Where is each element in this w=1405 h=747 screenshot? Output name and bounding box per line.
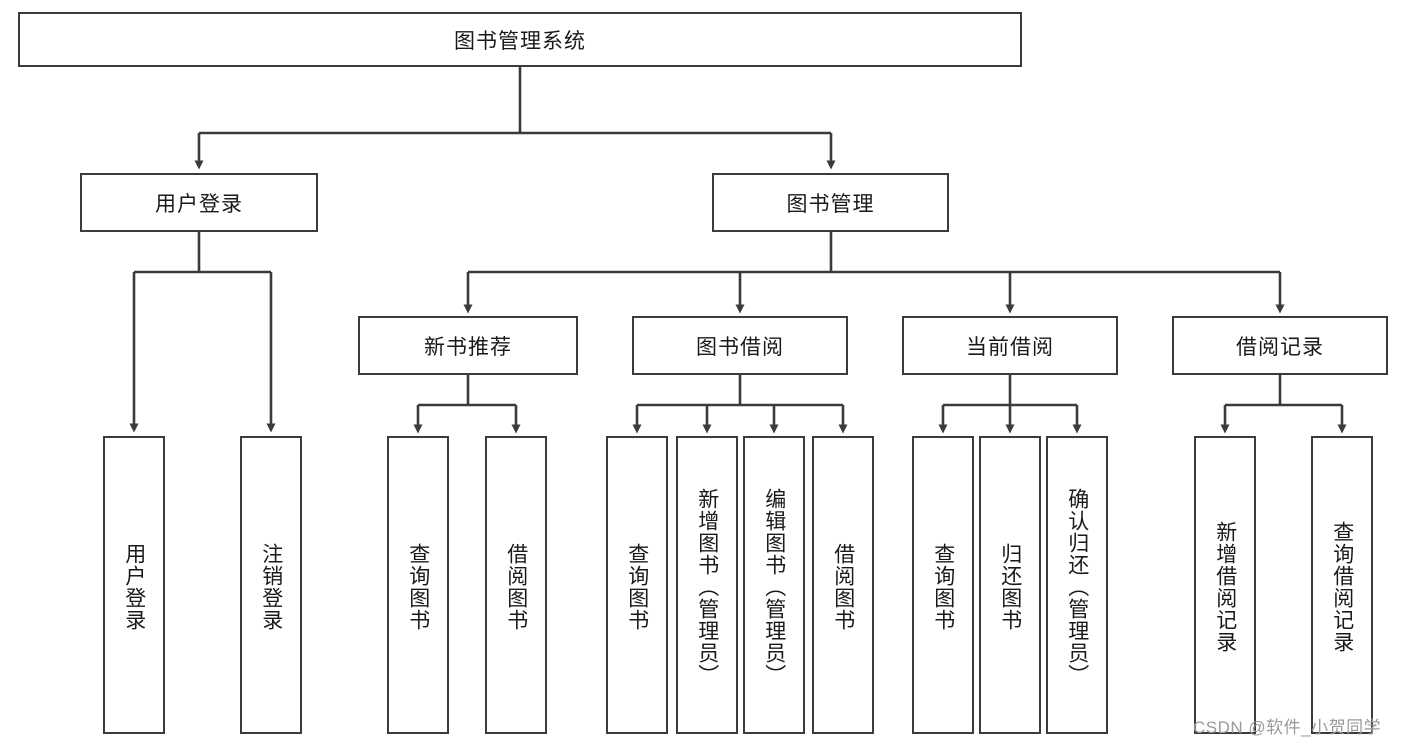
leaf-records-add-record-label: 新增借阅记录 bbox=[1213, 521, 1237, 653]
leaf-user-login-signin[interactable]: 用户登录 bbox=[103, 436, 165, 734]
leaf-borrow-query-book-label: 查询图书 bbox=[625, 543, 649, 631]
leaf-new-book-query[interactable]: 查询图书 bbox=[387, 436, 449, 734]
leaf-current-return-book-label: 归还图书 bbox=[998, 543, 1022, 631]
node-root[interactable]: 图书管理系统 bbox=[18, 12, 1022, 67]
node-current-borrow[interactable]: 当前借阅 bbox=[902, 316, 1118, 375]
leaf-records-query-record[interactable]: 查询借阅记录 bbox=[1311, 436, 1373, 734]
leaf-records-add-record[interactable]: 新增借阅记录 bbox=[1194, 436, 1256, 734]
leaf-borrow-add-book-label: 新增图书（管理员） bbox=[695, 488, 719, 686]
leaf-current-query-book[interactable]: 查询图书 bbox=[912, 436, 974, 734]
node-new-book-recommend[interactable]: 新书推荐 bbox=[358, 316, 578, 375]
leaf-new-book-borrow[interactable]: 借阅图书 bbox=[485, 436, 547, 734]
node-new-book-recommend-label: 新书推荐 bbox=[424, 335, 512, 359]
leaf-borrow-edit-book[interactable]: 编辑图书（管理员） bbox=[743, 436, 805, 734]
leaf-current-return-book[interactable]: 归还图书 bbox=[979, 436, 1041, 734]
node-borrow-records[interactable]: 借阅记录 bbox=[1172, 316, 1388, 375]
node-root-label: 图书管理系统 bbox=[454, 29, 586, 53]
leaf-new-book-borrow-label: 借阅图书 bbox=[504, 543, 528, 631]
watermark: CSDN @软件_小贺同学 bbox=[1193, 718, 1382, 737]
leaf-user-login-signout-label: 注销登录 bbox=[259, 543, 283, 631]
leaf-user-login-signin-label: 用户登录 bbox=[122, 543, 146, 631]
leaf-borrow-edit-book-label: 编辑图书（管理员） bbox=[762, 488, 786, 686]
leaf-current-query-book-label: 查询图书 bbox=[931, 543, 955, 631]
node-book-borrow[interactable]: 图书借阅 bbox=[632, 316, 848, 375]
node-book-management[interactable]: 图书管理 bbox=[712, 173, 949, 232]
leaf-records-query-record-label: 查询借阅记录 bbox=[1330, 521, 1354, 653]
leaf-borrow-query-book[interactable]: 查询图书 bbox=[606, 436, 668, 734]
leaf-borrow-add-book[interactable]: 新增图书（管理员） bbox=[676, 436, 738, 734]
leaf-borrow-borrow-book[interactable]: 借阅图书 bbox=[812, 436, 874, 734]
node-book-borrow-label: 图书借阅 bbox=[696, 335, 784, 359]
leaf-current-confirm-return-label: 确认归还（管理员） bbox=[1065, 488, 1089, 686]
leaf-new-book-query-label: 查询图书 bbox=[406, 543, 430, 631]
node-book-management-label: 图书管理 bbox=[786, 192, 875, 216]
node-user-login[interactable]: 用户登录 bbox=[80, 173, 318, 232]
leaf-borrow-borrow-book-label: 借阅图书 bbox=[831, 543, 855, 631]
leaf-current-confirm-return[interactable]: 确认归还（管理员） bbox=[1046, 436, 1108, 734]
node-current-borrow-label: 当前借阅 bbox=[966, 335, 1054, 359]
leaf-user-login-signout[interactable]: 注销登录 bbox=[240, 436, 302, 734]
node-borrow-records-label: 借阅记录 bbox=[1236, 335, 1324, 359]
node-user-login-label: 用户登录 bbox=[155, 192, 243, 216]
